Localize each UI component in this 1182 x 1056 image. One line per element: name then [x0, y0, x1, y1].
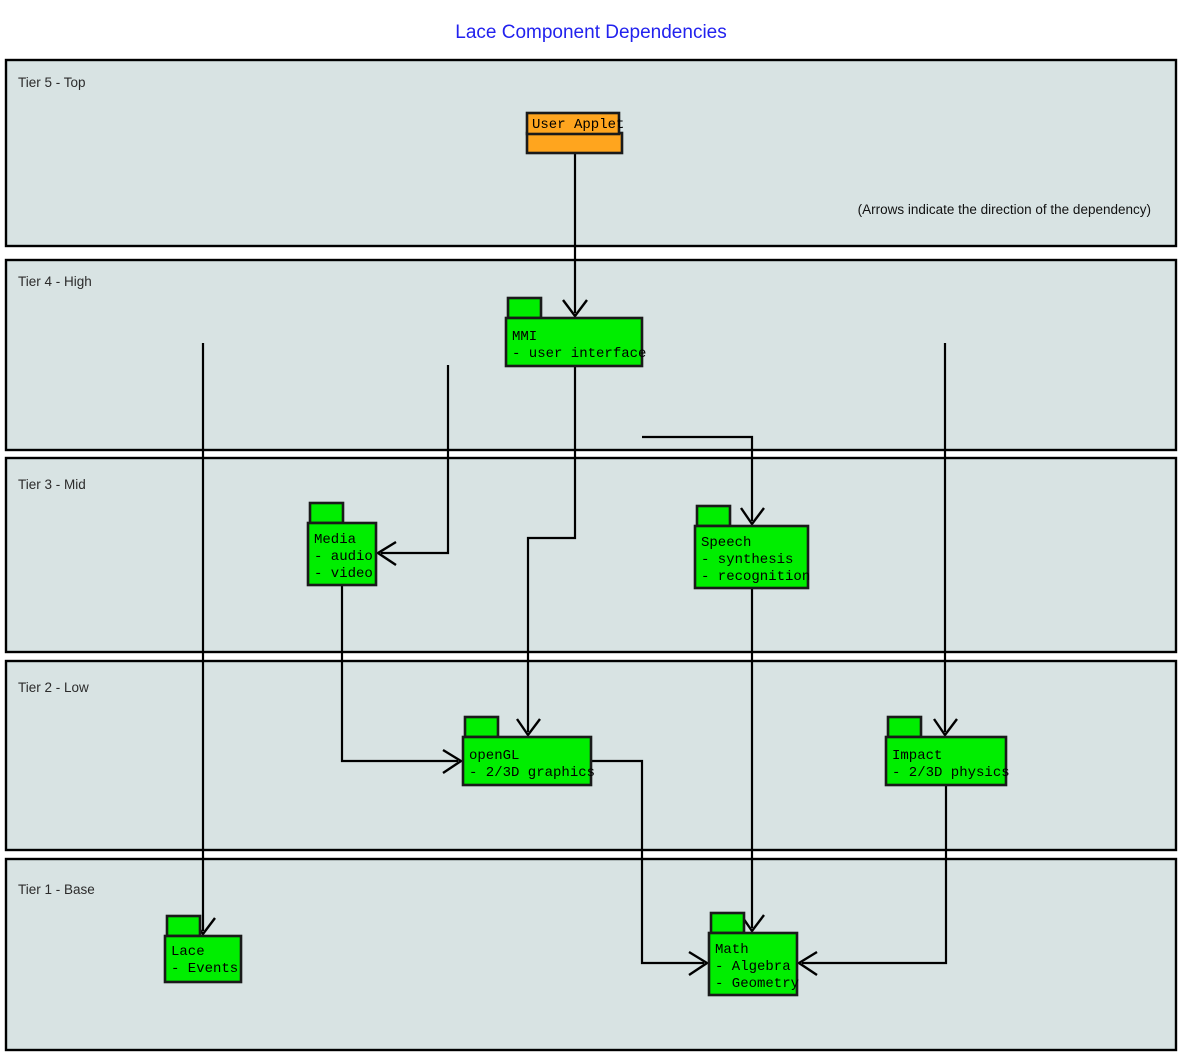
connector-line [802, 785, 948, 965]
tier-band-rect [4, 258, 1178, 452]
tier-band-tier3: Tier 3 - Mid [4, 456, 1178, 654]
package-body [461, 735, 593, 787]
package-label-line-1: openGL [469, 748, 519, 764]
tier-label: Tier 5 - Top [18, 75, 86, 90]
dependency-impact-to-math[interactable] [796, 785, 948, 976]
dependency-applet-to-mmi[interactable] [562, 153, 588, 318]
package-body [525, 131, 624, 155]
package-label-line-2: - audio [314, 549, 373, 565]
arrowhead-down-icon [562, 299, 588, 318]
package-lace[interactable]: Lace - Events [163, 914, 243, 984]
package-body [707, 931, 799, 997]
package-tab [695, 504, 732, 528]
package-body [306, 521, 378, 587]
connector-line [591, 759, 704, 965]
package-label-line-2: - Events [171, 961, 238, 977]
package-label-line-2: - Algebra [715, 959, 791, 975]
package-label-line-1: User Applet [532, 117, 624, 133]
arrowhead-right-icon [688, 950, 710, 976]
arrowhead-down-icon [740, 507, 765, 527]
dependency-mmi-to-media[interactable] [375, 365, 450, 566]
package-label-line-3: - recognition [701, 569, 810, 585]
dependency-mmi-to-impact[interactable] [933, 343, 958, 738]
package-speech[interactable]: Speech - synthesis - recognition [693, 504, 810, 590]
package-tab [886, 715, 923, 739]
package-label-line-1: Media [314, 532, 356, 548]
arrowhead-down-icon [516, 718, 541, 738]
package-user-applet[interactable]: User Applet [525, 111, 624, 155]
package-tab [709, 911, 746, 935]
package-math[interactable]: Math - Algebra - Geometry [707, 911, 799, 997]
tier-band-rect [4, 456, 1178, 654]
connector-line [340, 585, 458, 763]
package-body [163, 934, 243, 984]
package-tab [463, 715, 500, 739]
package-label-line-3: - video [314, 566, 373, 582]
package-label-line-1: Speech [701, 535, 751, 551]
arrowhead-left-icon [375, 540, 397, 566]
package-label-line-1: Lace [171, 944, 205, 960]
packages: User Applet MMI - user interface Media -… [163, 111, 1010, 997]
dependency-media-to-opengl[interactable] [340, 585, 464, 774]
package-label-line-1: Impact [892, 748, 942, 764]
tier-label: Tier 2 - Low [18, 680, 89, 695]
tier-label: Tier 4 - High [18, 274, 92, 289]
tier-label: Tier 3 - Mid [18, 477, 86, 492]
package-label-line-2: - 2/3D physics [892, 765, 1010, 781]
connector-line [526, 366, 577, 732]
package-tab [506, 296, 543, 320]
package-label-line-2: - 2/3D graphics [469, 765, 595, 781]
dependency-opengl-to-math[interactable] [591, 759, 710, 976]
package-label-line-2: - user interface [512, 346, 646, 362]
connector-line [381, 365, 450, 555]
arrowhead-down-icon [933, 718, 958, 738]
dependency-mmi-to-speech[interactable] [642, 435, 765, 527]
arrows-direction-note: (Arrows indicate the direction of the de… [858, 202, 1151, 217]
dependency-connectors [191, 153, 958, 976]
tier-band-tier4: Tier 4 - High [4, 258, 1178, 452]
package-label-line-3: - Geometry [715, 976, 799, 992]
arrowhead-left-icon [796, 950, 818, 976]
tier-label: Tier 1 - Base [18, 882, 95, 897]
package-mmi[interactable]: MMI - user interface [504, 296, 646, 368]
package-tab [165, 914, 202, 938]
dependency-mmi-to-opengl[interactable] [516, 366, 577, 738]
package-label-line-1: Math [715, 942, 749, 958]
package-label-line-1: MMI [512, 329, 537, 345]
package-label-line-2: - synthesis [701, 552, 793, 568]
package-tab [308, 501, 345, 525]
package-body [693, 524, 810, 590]
package-media[interactable]: Media - audio - video [306, 501, 378, 587]
package-opengl[interactable]: openGL - 2/3D graphics [461, 715, 595, 787]
package-tab [525, 111, 621, 136]
package-body [884, 735, 1008, 787]
connector-line [642, 435, 754, 521]
page-title: Lace Component Dependencies [455, 22, 726, 43]
package-impact[interactable]: Impact - 2/3D physics [884, 715, 1010, 787]
package-body [504, 316, 644, 368]
arrowhead-right-icon [442, 748, 464, 774]
